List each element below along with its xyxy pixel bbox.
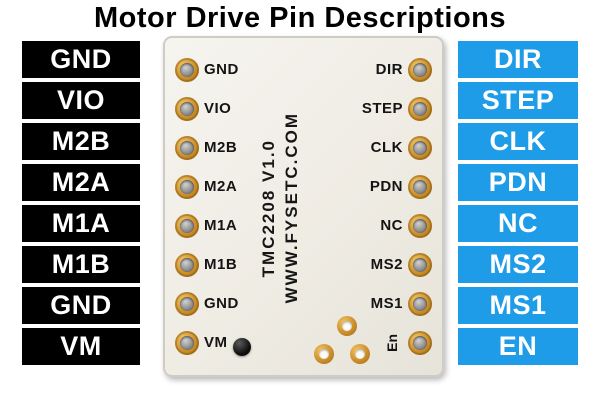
board-pin-row: MS1 bbox=[371, 284, 432, 323]
board-pin-label: M2A bbox=[204, 178, 238, 195]
board-pin-row: M1B bbox=[175, 245, 239, 284]
pin-pad bbox=[175, 135, 199, 160]
board-pin-label: STEP bbox=[361, 100, 403, 117]
right-label-column: DIR STEP CLK PDN NC MS2 MS1 EN bbox=[458, 41, 578, 365]
board-pin-row: DIR bbox=[376, 50, 432, 89]
left-label-vio: VIO bbox=[22, 82, 140, 119]
silkscreen-text: TMC2208 V1.0 WWW.FYSETC.COM bbox=[259, 50, 302, 366]
silkscreen-model: TMC2208 V1.0 bbox=[259, 138, 278, 278]
jumper-pad bbox=[350, 344, 370, 364]
pin-pad bbox=[408, 57, 432, 82]
left-label-vm: VM bbox=[22, 328, 140, 365]
right-label-ms1: MS1 bbox=[458, 287, 578, 324]
right-label-dir: DIR bbox=[458, 41, 578, 78]
pin-pad bbox=[175, 174, 199, 199]
left-label-column: GND VIO M2B M2A M1A M1B GND VM bbox=[22, 41, 140, 365]
right-label-clk: CLK bbox=[458, 123, 578, 160]
board-pin-label: DIR bbox=[375, 61, 403, 78]
board-pin-label: MS2 bbox=[370, 256, 403, 273]
pin-pad bbox=[408, 252, 432, 277]
jumper-pad bbox=[337, 316, 357, 336]
right-label-pdn: PDN bbox=[458, 164, 578, 201]
board-pin-label: VM bbox=[204, 334, 228, 351]
pin-pad bbox=[408, 174, 432, 199]
jumper-pad bbox=[314, 344, 334, 364]
board-pin-row: MS2 bbox=[371, 245, 432, 284]
left-label-m2b: M2B bbox=[22, 123, 140, 160]
component-dot bbox=[233, 338, 251, 356]
pin-pad bbox=[408, 291, 432, 316]
board-pin-label: M1A bbox=[204, 217, 238, 234]
board-pin-row: VM bbox=[175, 323, 239, 362]
board-pin-label: GND bbox=[204, 295, 239, 312]
board-pin-label: GND bbox=[204, 61, 239, 78]
pin-pad bbox=[175, 96, 199, 121]
left-label-m1a: M1A bbox=[22, 205, 140, 242]
left-label-m1b: M1B bbox=[22, 246, 140, 283]
board-left-pin-header: GND VIO M2B M2A M1A M1B bbox=[175, 50, 239, 362]
board-pin-label: M2B bbox=[204, 139, 238, 156]
pin-pad bbox=[175, 213, 199, 238]
pcb-board: GND VIO M2B M2A M1A M1B bbox=[163, 36, 444, 377]
board-pin-row-en: En bbox=[384, 323, 432, 362]
pin-pad bbox=[408, 330, 432, 355]
board-pin-row: M2B bbox=[175, 128, 239, 167]
left-label-gnd-bottom: GND bbox=[22, 287, 140, 324]
left-label-gnd-top: GND bbox=[22, 41, 140, 78]
board-right-pin-header: DIR STEP CLK PDN NC MS2 bbox=[362, 50, 432, 362]
pin-pad bbox=[408, 213, 432, 238]
right-label-ms2: MS2 bbox=[458, 246, 578, 283]
board-pin-label: MS1 bbox=[370, 295, 403, 312]
board-pin-row: CLK bbox=[371, 128, 432, 167]
left-label-m2a: M2A bbox=[22, 164, 140, 201]
board-pin-row: NC bbox=[380, 206, 432, 245]
page-title: Motor Drive Pin Descriptions bbox=[93, 2, 506, 34]
pin-pad bbox=[175, 330, 199, 355]
board-pin-label-en: En bbox=[384, 333, 400, 352]
right-label-step: STEP bbox=[458, 82, 578, 119]
right-label-nc: NC bbox=[458, 205, 578, 242]
board-pin-row: VIO bbox=[175, 89, 239, 128]
board-pin-label: CLK bbox=[370, 139, 403, 156]
pin-pad bbox=[175, 57, 199, 82]
pin-pad bbox=[408, 135, 432, 160]
board-pin-row: GND bbox=[175, 284, 239, 323]
board-pin-row: GND bbox=[175, 50, 239, 89]
board-pin-row: PDN bbox=[370, 167, 432, 206]
pin-pad bbox=[408, 96, 432, 121]
board-pin-label: VIO bbox=[204, 100, 232, 117]
board-pin-label: M1B bbox=[204, 256, 238, 273]
board-pin-row: M1A bbox=[175, 206, 239, 245]
board-pin-row: M2A bbox=[175, 167, 239, 206]
pin-pad bbox=[175, 291, 199, 316]
pin-pad bbox=[175, 252, 199, 277]
right-label-en: EN bbox=[458, 328, 578, 365]
silkscreen-url: WWW.FYSETC.COM bbox=[282, 112, 301, 304]
board-pin-label: PDN bbox=[369, 178, 403, 195]
board-pin-label: NC bbox=[380, 217, 403, 234]
board-pin-row: STEP bbox=[362, 89, 432, 128]
